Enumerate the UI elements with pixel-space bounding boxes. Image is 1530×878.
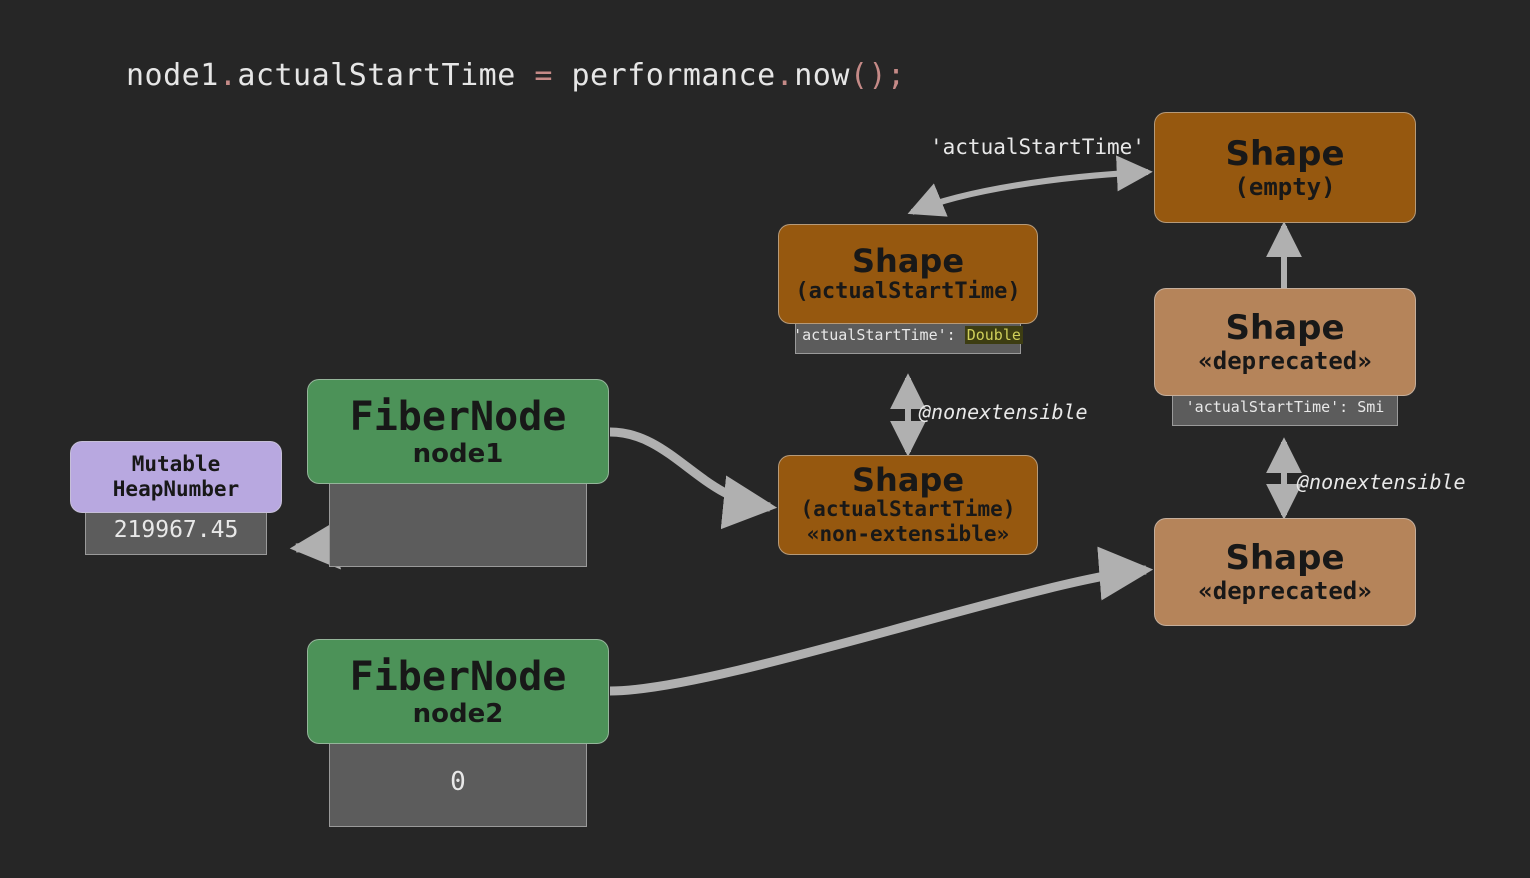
heapnumber-title-line2: HeapNumber [112,477,240,501]
code-token-punct: (); [849,58,906,93]
shape-empty-subtitle: (empty) [1234,172,1336,201]
code-line: node1.actualStartTime = performance.now(… [126,58,906,93]
node-header: Shape (actualStartTime) «non-extensible» [778,455,1038,555]
edge-node2-to-shape-deprecated [609,546,1154,696]
node-shape-empty[interactable]: Shape (empty) [1154,112,1416,223]
fibernode1-subtitle: node1 [412,438,504,469]
node-mutable-heapnumber[interactable]: Mutable HeapNumber 219967.45 [70,441,282,555]
shape-nonextensible-subtitle: (actualStartTime) [800,497,1016,521]
node-header: Shape (empty) [1154,112,1416,223]
fibernode2-title: FiberNode [349,653,567,700]
code-token-punct: = [534,58,553,93]
fibernode2-value-slot: 0 [450,766,466,797]
fibernode1-pointer-slot [330,477,586,566]
shape-empty-title: Shape [1225,133,1345,174]
code-token-punct: . [775,58,795,93]
node-header: Mutable HeapNumber [70,441,282,513]
node-shape-deprecated-1[interactable]: Shape «deprecated» 'actualStartTime': Sm… [1154,288,1416,426]
heapnumber-value-slot: 219967.45 [113,517,239,543]
heapnumber-title-line1: Mutable [131,452,221,476]
slot-key: 'actualStartTime': [793,326,965,344]
edge-label-nonextensible-1: @nonextensible [919,400,1088,424]
edge-label-actualstarttime: 'actualStartTime' [930,135,1145,159]
node-shape-deprecated-2[interactable]: Shape «deprecated» [1154,518,1416,626]
node-fibernode-node1[interactable]: FiberNode node1 [307,379,609,567]
shape-nonextensible-stereotype: «non-extensible» [806,522,1010,546]
code-token-ident: now [794,58,850,93]
shape-deprecated-2-stereotype: «deprecated» [1198,577,1372,605]
node-slots: 219967.45 [85,505,267,555]
slot-type: Smi [1357,398,1385,416]
slot-type-highlight: Double [964,326,1023,344]
node-header: FiberNode node1 [307,379,609,484]
shape-actualstarttime-slot: 'actualStartTime': Double [793,317,1023,353]
shape-actualstarttime-subtitle: (actualStartTime) [795,279,1021,304]
node-shape-nonextensible[interactable]: Shape (actualStartTime) «non-extensible» [778,455,1038,555]
shape-deprecated-1-slot: 'actualStartTime': Smi [1173,389,1397,425]
node-header: Shape (actualStartTime) [778,224,1038,324]
edge-node1-to-shape-nonextensible [609,427,778,530]
node-slots [329,476,587,567]
shape-nonextensible-title: Shape [851,461,965,499]
code-token-punct: . [218,58,238,93]
code-token-ident: performance [552,58,776,93]
code-token-ident: node1 [126,58,219,93]
fibernode1-title: FiberNode [349,393,567,440]
node-shape-actualstarttime[interactable]: Shape (actualStartTime) 'actualStartTime… [778,224,1038,354]
node-fibernode-node2[interactable]: FiberNode node2 0 [307,639,609,827]
slot-key: 'actualStartTime': [1185,398,1358,416]
shape-deprecated-2-title: Shape [1225,538,1345,578]
shape-actualstarttime-title: Shape [851,242,965,280]
code-token-ident: actualStartTime [237,58,535,93]
node-header: Shape «deprecated» [1154,288,1416,396]
fibernode2-subtitle: node2 [412,698,504,729]
edge-transition-actualstarttime [907,155,1153,217]
node-slots: 0 [329,736,587,827]
edge-label-nonextensible-2: @nonextensible [1297,470,1466,494]
shape-deprecated-1-stereotype: «deprecated» [1198,347,1372,375]
shape-deprecated-1-title: Shape [1225,308,1345,348]
node-header: Shape «deprecated» [1154,518,1416,626]
node-header: FiberNode node2 [307,639,609,744]
